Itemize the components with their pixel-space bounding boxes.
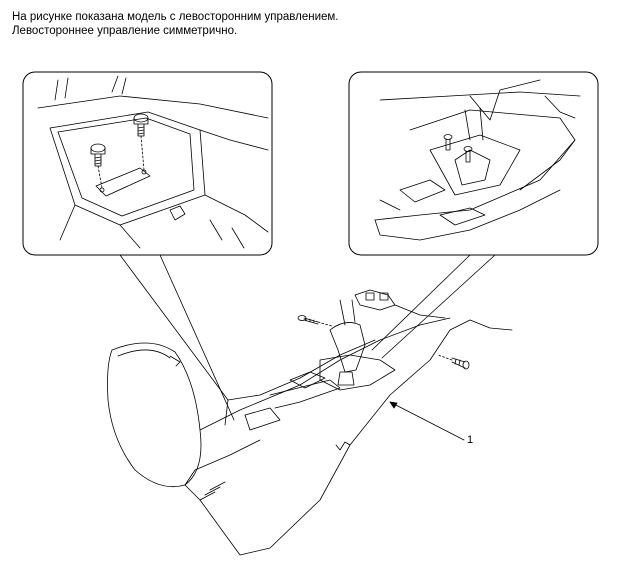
inset-leader-lines (119, 254, 496, 421)
bolt-icon (463, 146, 473, 163)
left-detail-inset (22, 71, 273, 256)
instruction-note: На рисунке показана модель с левосторонн… (12, 10, 339, 38)
bolt-icon (133, 113, 149, 171)
bolt-icon (297, 315, 333, 327)
bolt-icon (443, 134, 453, 151)
center-console-assembly (107, 289, 513, 556)
note-line-2: Левостороннее управление симметрично. (12, 25, 238, 37)
right-detail-inset (348, 71, 599, 256)
callout-leader-1 (389, 401, 465, 441)
note-line-1: На рисунке показана модель с левосторонн… (12, 11, 339, 23)
callout-number-1: 1 (467, 434, 474, 446)
bolt-icon (90, 143, 106, 189)
bolt-icon (437, 354, 470, 370)
